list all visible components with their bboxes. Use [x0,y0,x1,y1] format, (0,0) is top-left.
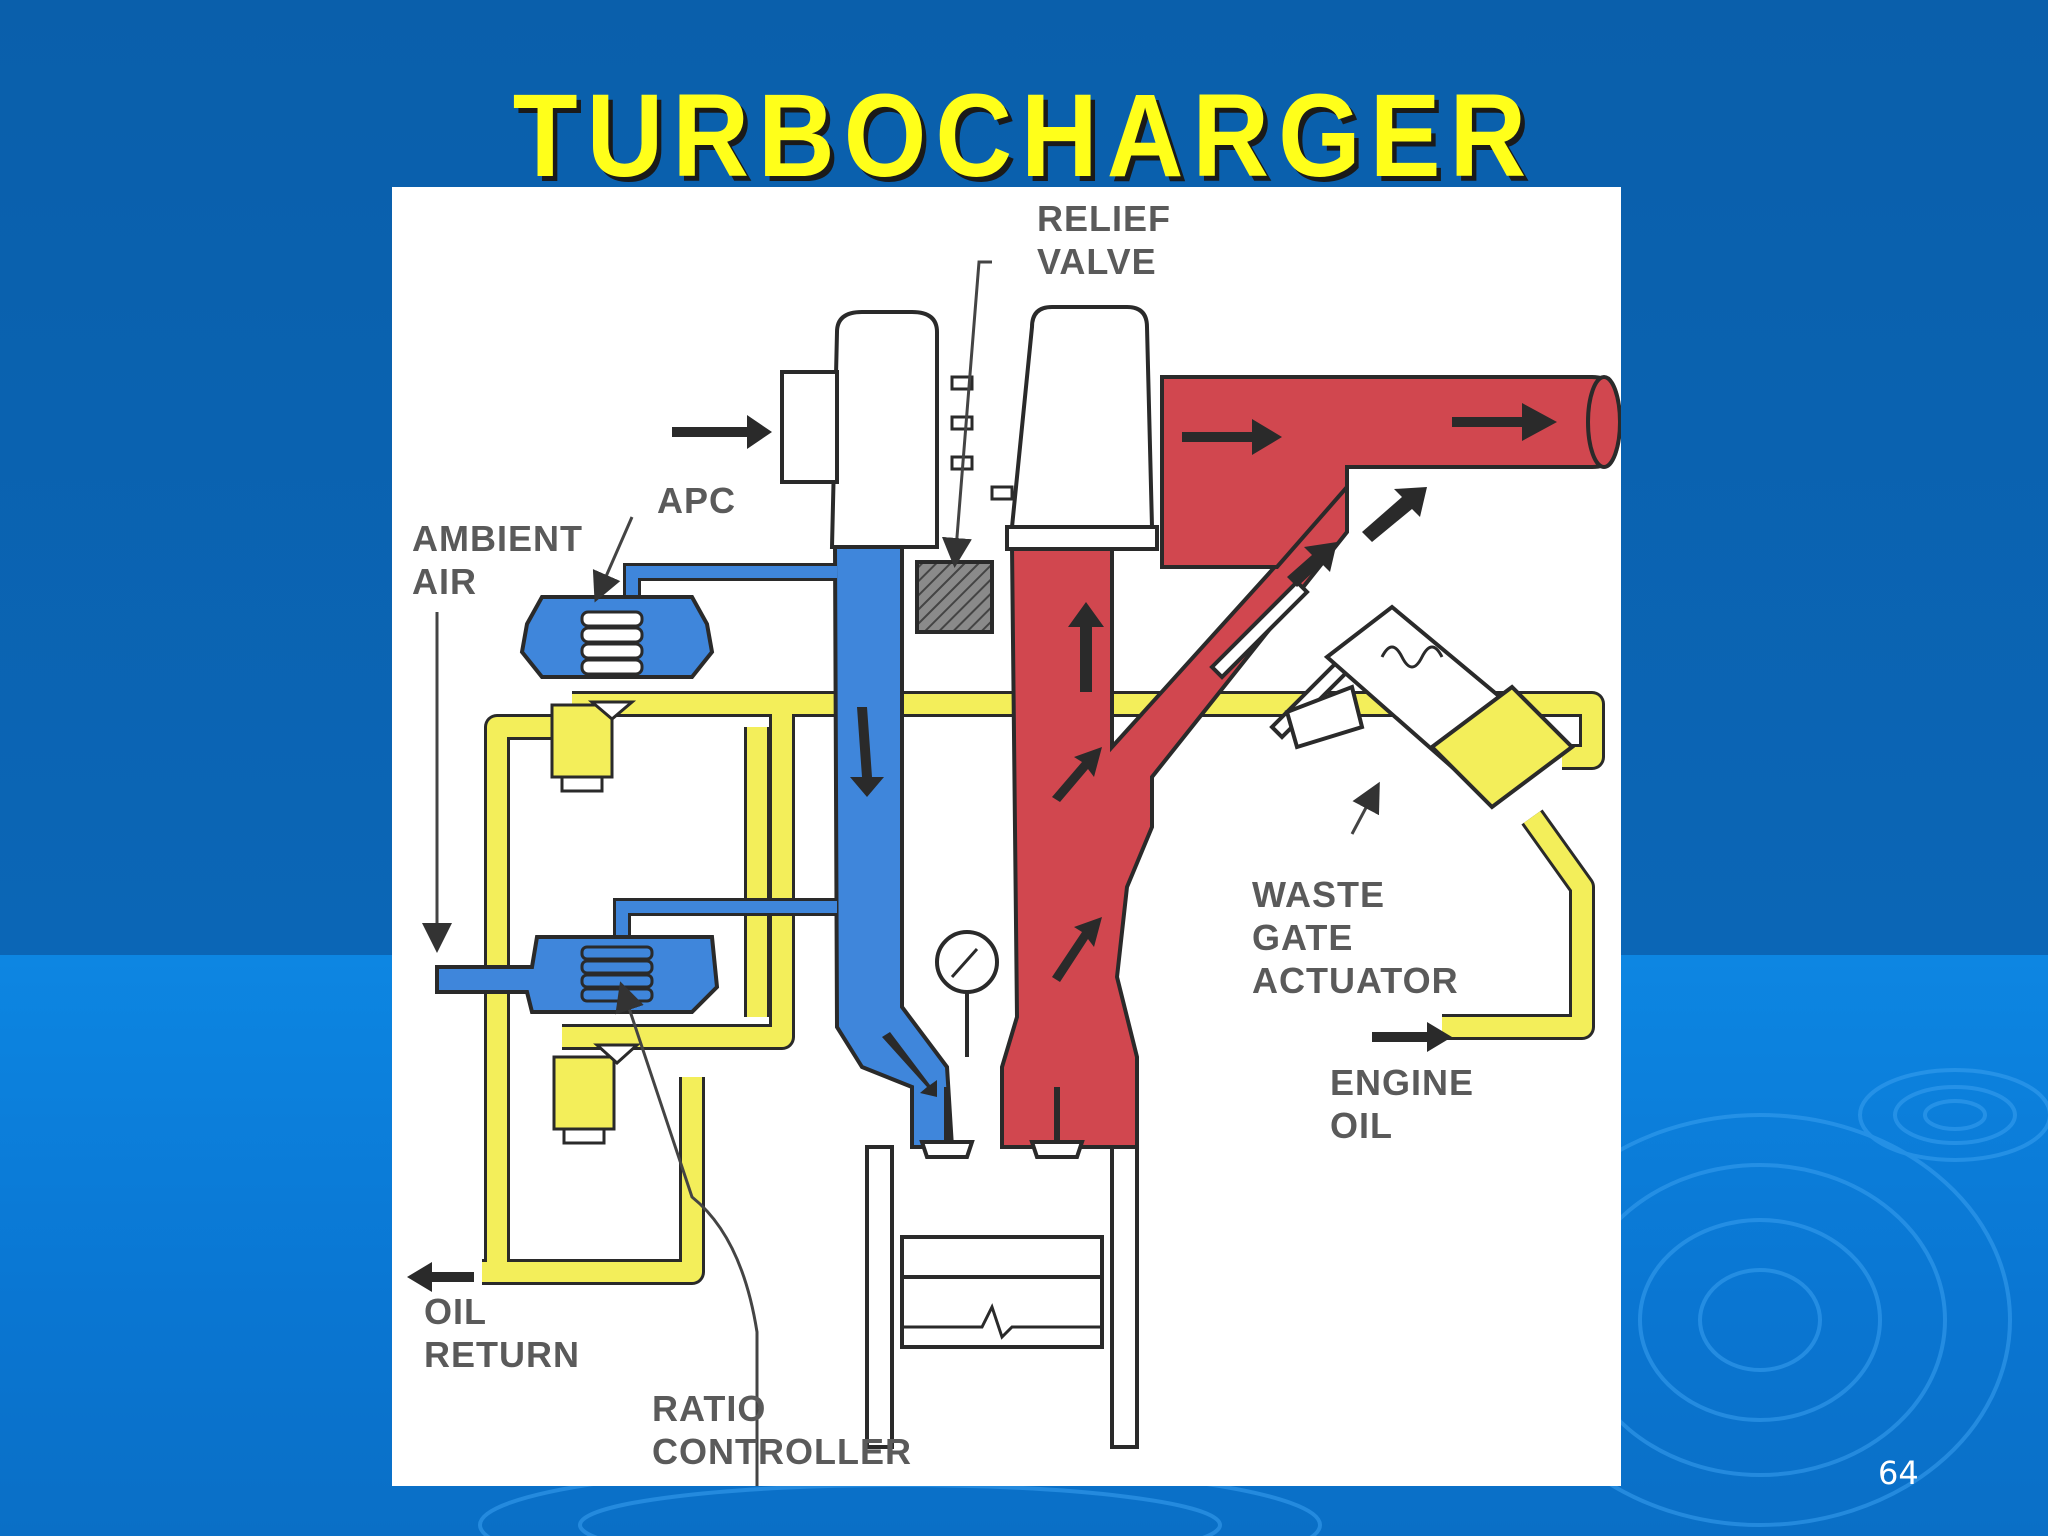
wastegate-actuator [1284,604,1576,810]
engine-valves [944,1087,1060,1142]
label-apc: APC [657,480,737,521]
compressor-inlet [780,370,839,484]
ratio-controller-bellows [580,945,654,1003]
ratio-controller-oil-fitting [552,1055,616,1145]
apc-oil-fitting [550,703,614,793]
turbine-housing [1009,305,1155,529]
relief-valve-block [915,560,994,634]
intake-air-duct [832,545,955,1149]
label-ratio-controller: RATIO CONTROLLER [652,1388,912,1472]
compressor-housing [829,310,939,549]
label-ambient-air: AMBIENT AIR [412,518,583,602]
label-waste-gate-actuator: WASTE GATE ACTUATOR [1252,874,1459,1001]
slide-title: TURBOCHARGER [512,70,1536,202]
slide-page-number: 64 [1878,1454,1919,1492]
turbocharger-diagram: RELIEF VALVE APC AMBIENT AIR WASTE GATE … [392,187,1621,1486]
ratio-controller-body [435,935,720,1014]
exhaust-outlet-pipe [1160,375,1619,569]
label-oil-return: OIL RETURN [424,1291,580,1375]
flow-arrows [407,403,1557,1292]
pressure-gauge [935,930,999,1057]
label-relief-valve: RELIEF VALVE [1037,198,1172,282]
label-engine-oil: ENGINE OIL [1330,1062,1475,1146]
turbocharger-schematic [407,260,1621,1486]
apc-spring [580,610,644,676]
engine-cylinder [865,1140,1139,1449]
